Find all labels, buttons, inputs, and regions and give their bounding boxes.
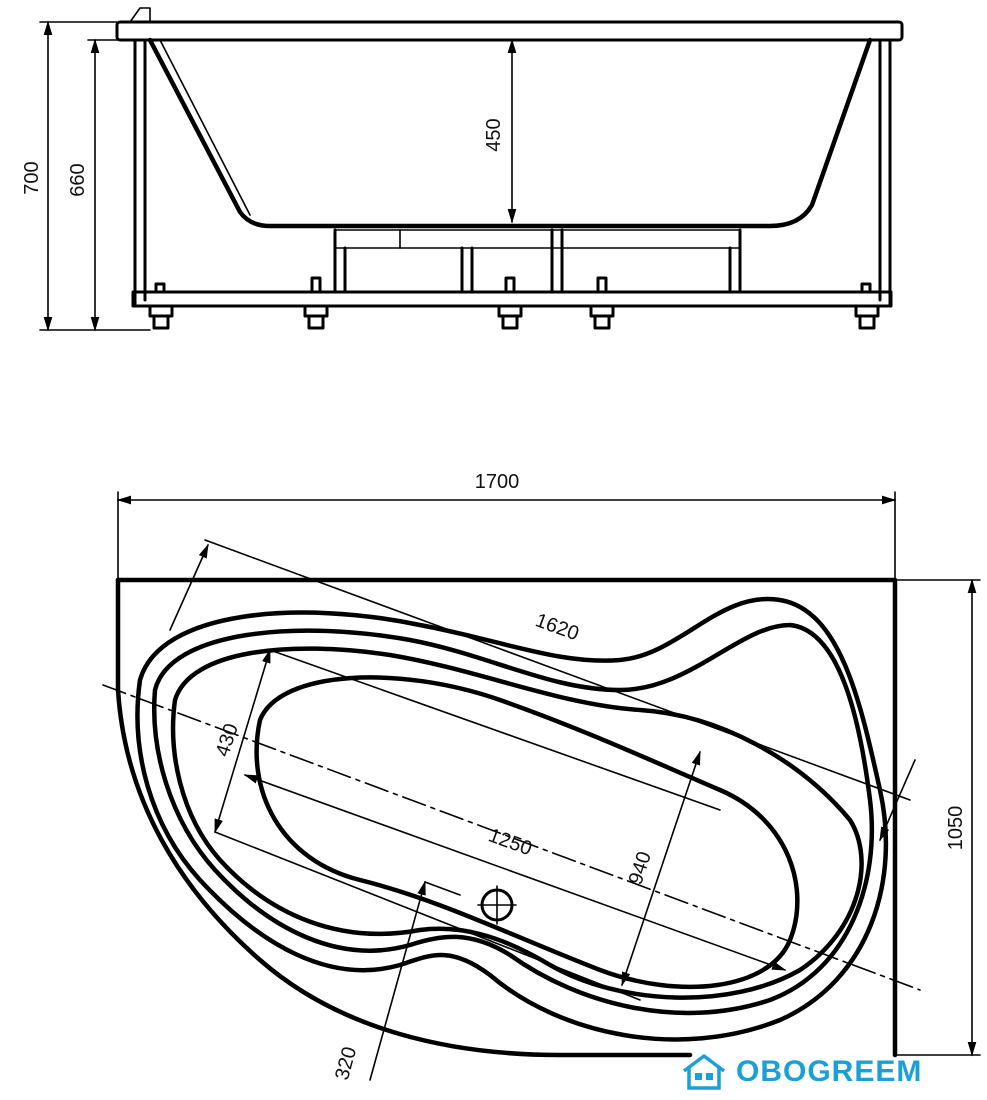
side-view: 700 660 450 [21, 7, 904, 332]
top-view: 1700 1050 1620 1250 430 940 320 [102, 471, 981, 1082]
dim-bottom-length: 1250 [485, 824, 534, 860]
adjustable-feet [148, 276, 880, 330]
top-dimensions [116, 491, 981, 1081]
tub-body [147, 37, 873, 229]
dim-height-total: 700 [21, 161, 43, 194]
dim-height-frame: 660 [67, 163, 89, 196]
rim-contour [135, 596, 889, 1042]
dim-inner-width: 940 [625, 849, 656, 888]
tub-rim [115, 20, 904, 42]
side-dimensions [39, 20, 517, 332]
tub-bottom [254, 675, 800, 990]
tub-inner-line [159, 39, 251, 216]
brand-name: OBOGREEM [736, 1055, 923, 1088]
dim-length: 1700 [475, 471, 520, 493]
dim-depth: 450 [483, 118, 505, 151]
dim-inner-length: 1620 [532, 609, 581, 645]
dim-width: 1050 [945, 806, 967, 851]
house-icon [682, 1054, 726, 1090]
dim-drain-offset: 320 [331, 1044, 361, 1082]
watermark-logo: OBOGREEM [680, 1052, 922, 1092]
rim-lip [129, 7, 151, 23]
